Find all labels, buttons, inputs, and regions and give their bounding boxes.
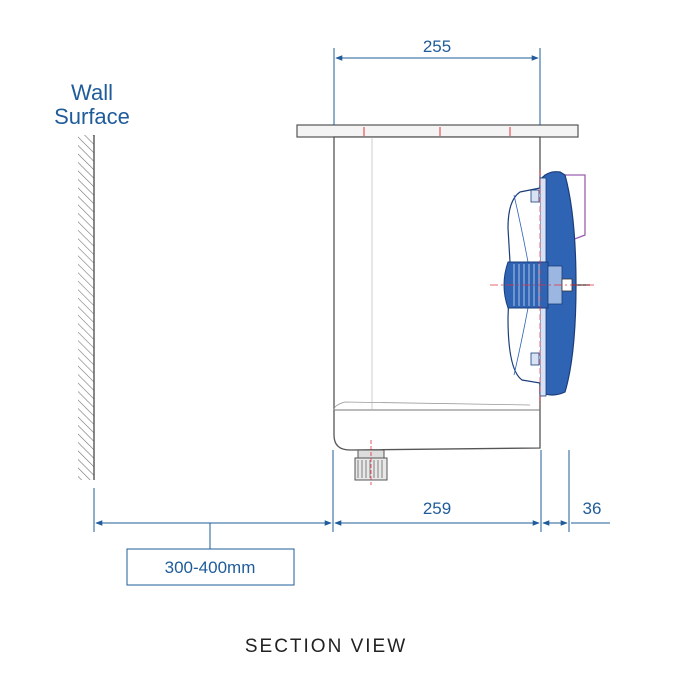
wall-clearance-label: 300-400mm xyxy=(165,558,256,577)
cabinet-body xyxy=(333,136,541,451)
dimension-bottom xyxy=(93,450,610,549)
wall-label-line2: Surface xyxy=(54,104,130,129)
dimension-bottom-label: 259 xyxy=(423,499,451,518)
fan-assembly xyxy=(490,170,595,405)
dimension-fan-depth-label: 36 xyxy=(583,499,602,518)
top-plate xyxy=(296,124,579,138)
drain-fitting xyxy=(354,440,388,485)
wall-label-line1: Wall xyxy=(71,80,113,105)
plate-center-marks xyxy=(363,127,511,136)
wall-clearance-box xyxy=(126,548,295,586)
section-view-caption: SECTION VIEW xyxy=(245,636,407,657)
wall-surface xyxy=(78,135,95,480)
dimension-top xyxy=(333,48,541,125)
dimension-top-label: 255 xyxy=(423,37,451,56)
